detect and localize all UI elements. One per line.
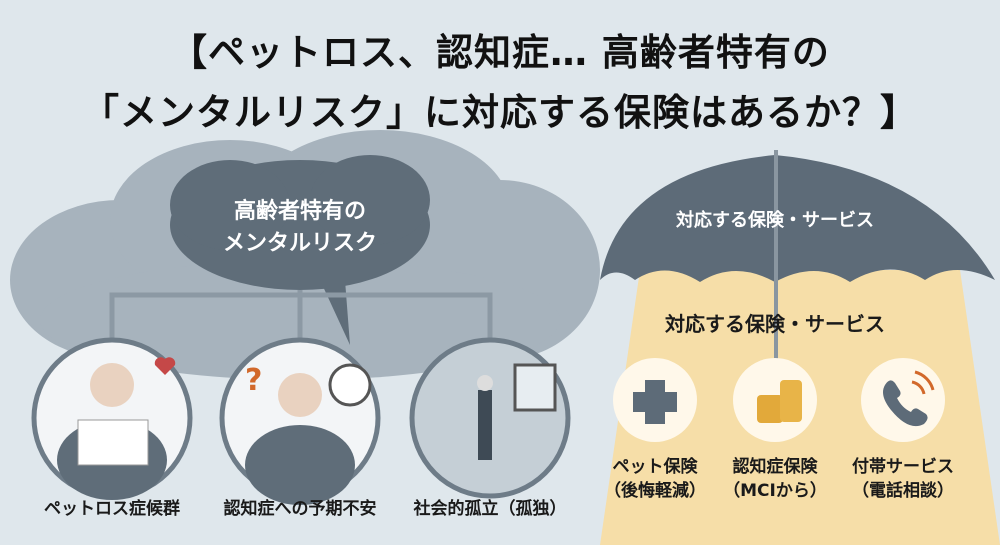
risk-label-isolation: 社会的孤立（孤独） (413, 499, 567, 519)
svg-text:?: ? (245, 363, 262, 398)
page-title-line1: 【ペットロス、認知症… 高齢者特有の (170, 31, 830, 74)
cloud-heading-line1: 高齢者特有の (233, 199, 366, 224)
page-title-line2: 「メンタルリスク」に対応する保険はあるか？】 (82, 91, 918, 134)
service-pet-insurance: ペット保険（後悔軽減） (604, 457, 706, 501)
umbrella-canopy (600, 155, 995, 282)
phone-icon (861, 358, 945, 442)
services-heading: 対応する保険・サービス (665, 312, 885, 336)
umbrella-canopy-text: 対応する保険・サービス (676, 210, 874, 231)
connector-lines (109, 290, 493, 340)
risk-label-dementia: 認知症への予期不安 (223, 499, 377, 519)
cloud-heading-line2: メンタルリスク (222, 231, 377, 256)
cloud-heading: 高齢者特有の メンタルリスク (200, 196, 400, 260)
service-phone-consult: 付帯サービス（電話相談） (852, 457, 954, 501)
service-dementia-insurance: 認知症保険（MCIから） (723, 457, 827, 501)
risk-label-pet-loss: ペットロス症候群 (44, 499, 180, 519)
